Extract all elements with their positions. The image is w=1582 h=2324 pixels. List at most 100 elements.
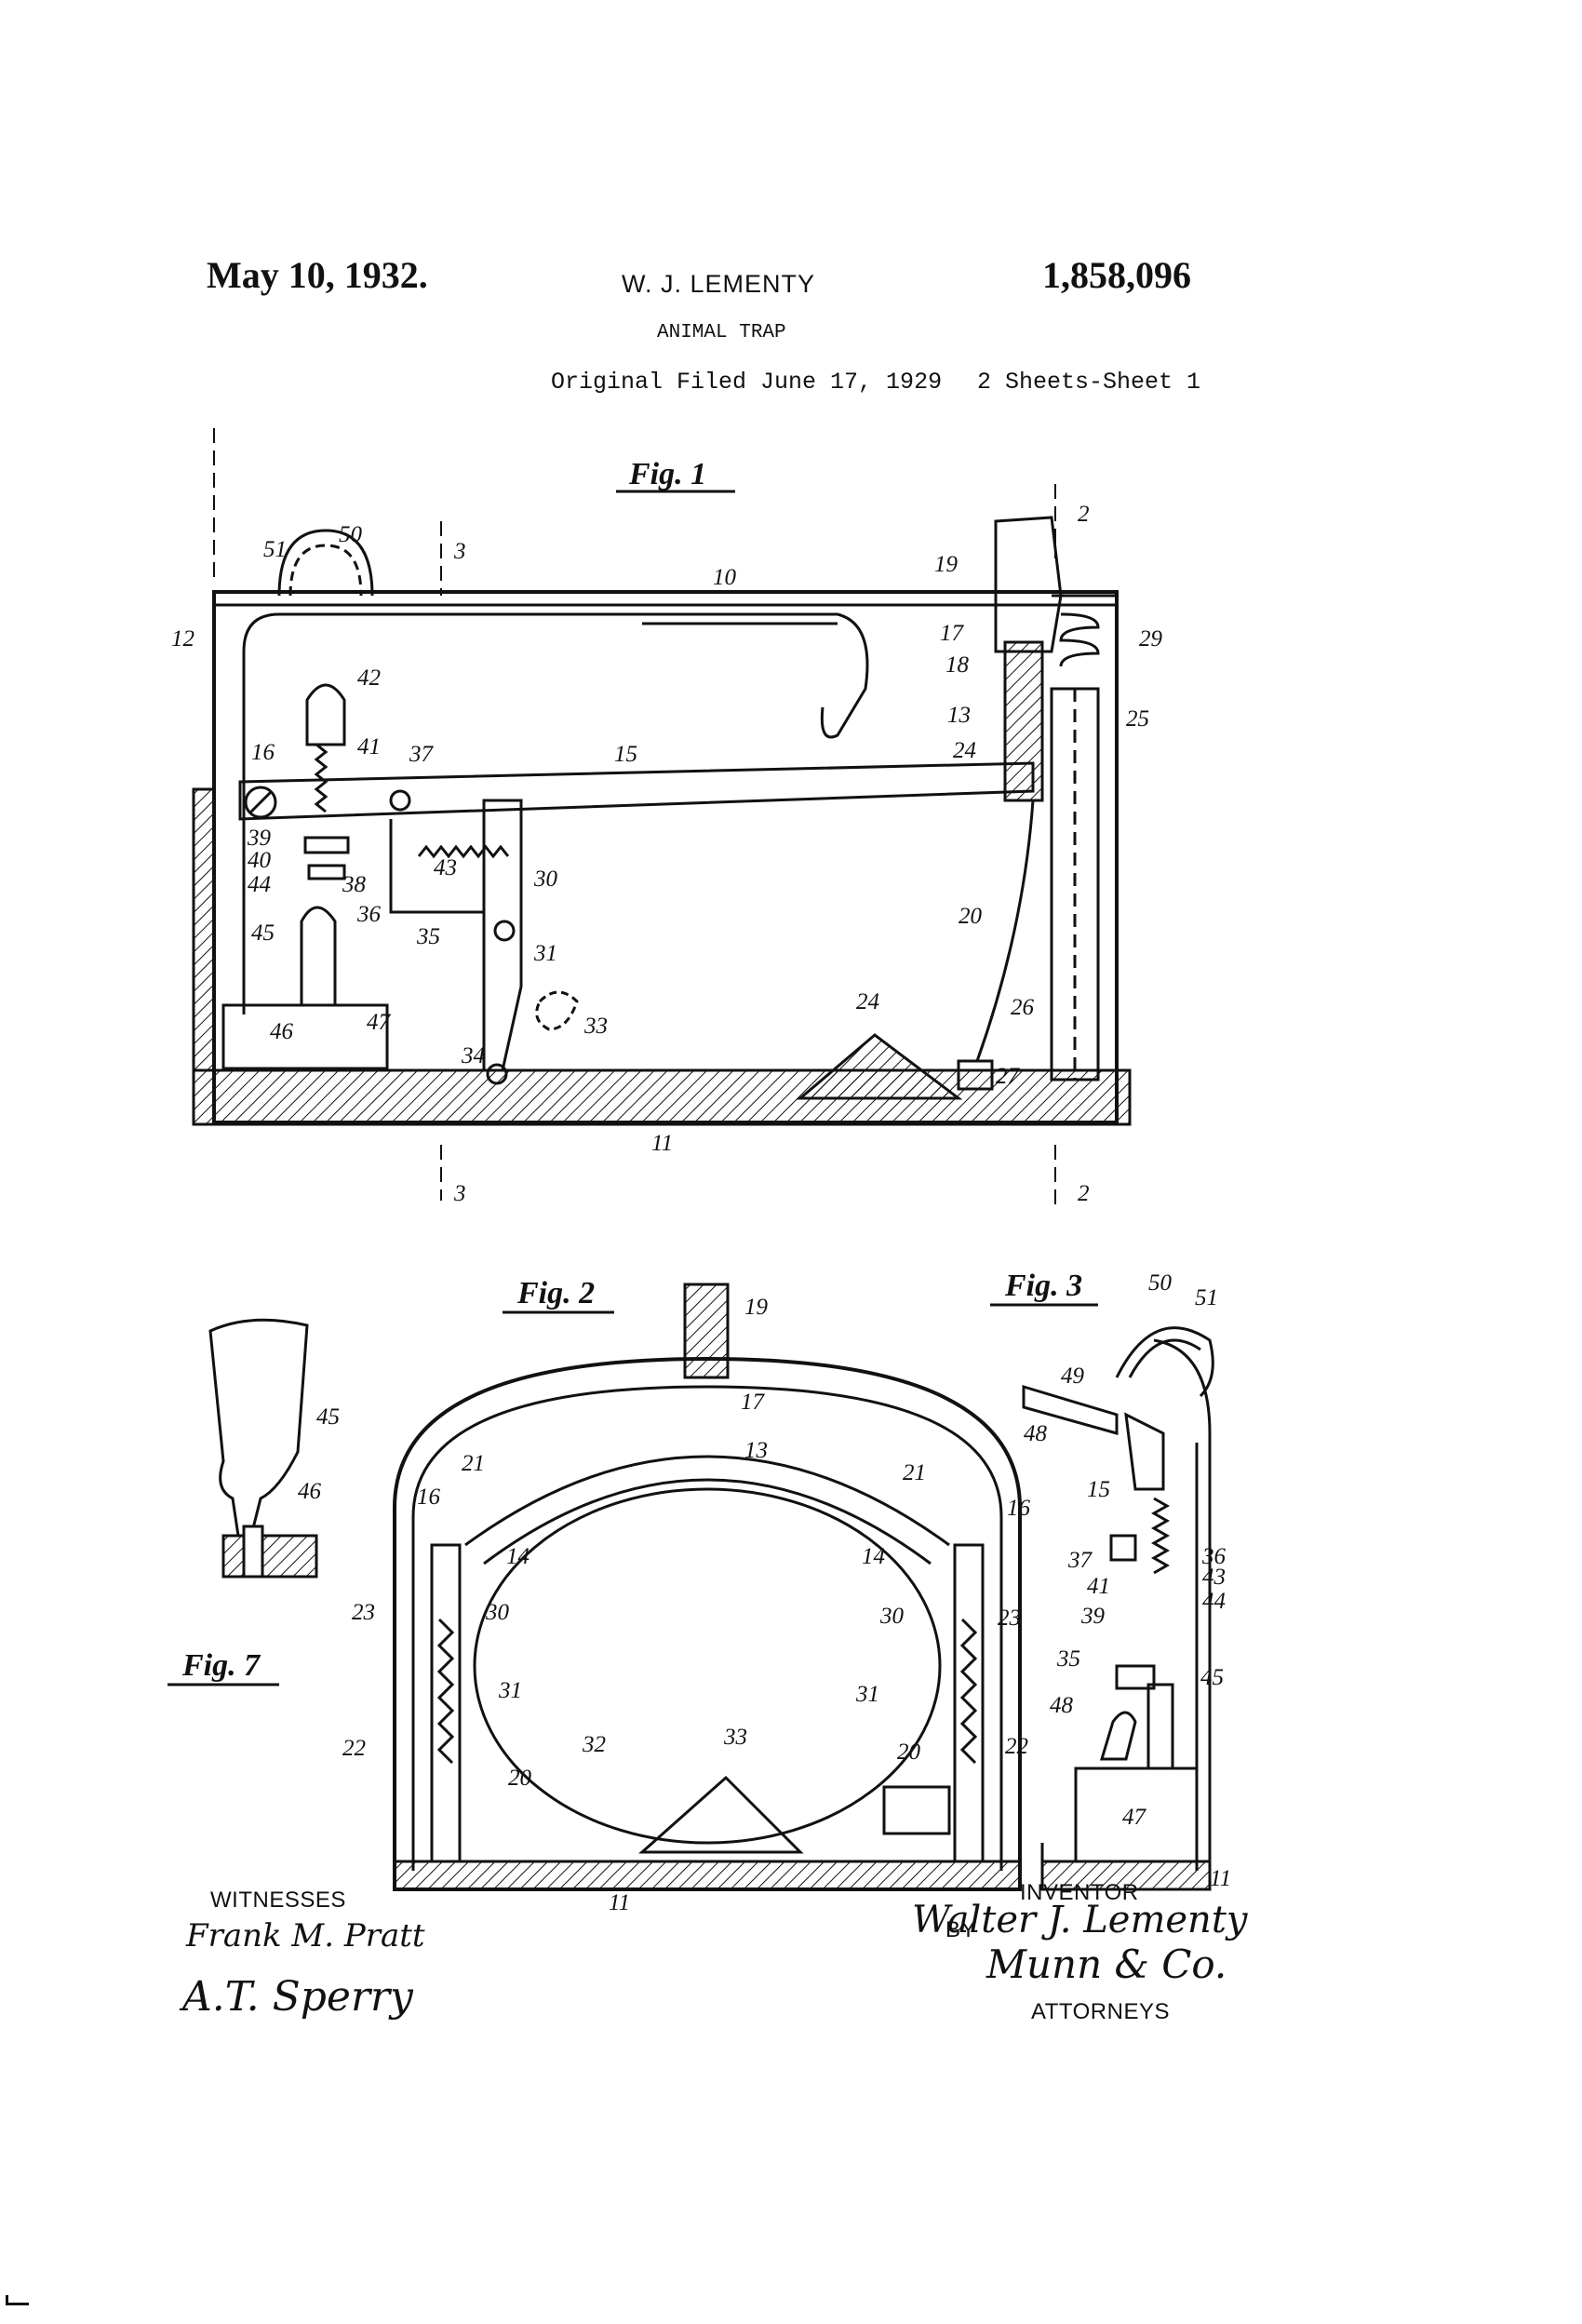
section-mark-3-bottom: 3 (453, 1181, 466, 1206)
ref-fig3-36: 36 (1201, 1544, 1227, 1569)
ref-fig2-23-left: 23 (352, 1600, 375, 1625)
ref-fig1-42: 42 (357, 665, 381, 691)
figure-1-title: Fig. 1 (628, 457, 706, 491)
figure-2-title: Fig. 2 (516, 1276, 595, 1310)
ref-fig1-17: 17 (940, 621, 965, 646)
ref-fig2-16-right: 16 (1007, 1496, 1031, 1521)
ref-fig1-36: 36 (356, 902, 382, 927)
ref-fig2-23-right: 23 (998, 1605, 1021, 1631)
figure-2: Fig. 2 (393, 1276, 1022, 1891)
ref-fig2-33: 33 (723, 1725, 747, 1750)
ref-fig2-14-right: 14 (862, 1544, 885, 1569)
ref-fig1-34: 34 (461, 1043, 485, 1068)
ref-fig1-39: 39 (247, 826, 272, 851)
figure-7-title: Fig. 7 (181, 1648, 261, 1683)
ref-fig1-11: 11 (651, 1131, 673, 1156)
ref-fig3-11: 11 (1210, 1866, 1231, 1891)
fig2-reference-numerals: 19 17 13 21 21 16 14 14 16 23 30 30 23 3… (342, 1295, 1031, 1915)
filing-date: Original Filed June 17, 1929 (551, 369, 943, 396)
patent-title: ANIMAL TRAP (657, 322, 786, 343)
figure-7: Fig. 7 (168, 1318, 318, 1686)
ref-fig1-24-lower: 24 (856, 989, 879, 1014)
ref-fig3-48-upper: 48 (1024, 1421, 1048, 1446)
ref-fig3-39: 39 (1080, 1604, 1106, 1629)
ref-fig3-48-lower: 48 (1050, 1693, 1074, 1718)
section-mark-3-top: 3 (453, 539, 466, 564)
ref-fig2-22-left: 22 (342, 1736, 366, 1761)
ref-fig1-12: 12 (171, 626, 194, 652)
ref-fig3-41: 41 (1087, 1574, 1110, 1599)
patent-date: May 10, 1932. (207, 254, 428, 296)
ref-fig2-16-left: 16 (417, 1484, 441, 1510)
ref-fig1-25: 25 (1126, 706, 1149, 732)
ref-fig2-14-left: 14 (506, 1544, 530, 1569)
ref-fig1-33: 33 (583, 1014, 608, 1039)
corner-mark (6, 2295, 29, 2305)
ref-fig2-32: 32 (582, 1732, 606, 1757)
ref-fig1-38: 38 (342, 872, 367, 897)
fig1-reference-numerals: 51 50 10 19 12 17 29 18 42 25 13 16 41 3… (171, 522, 1163, 1156)
ref-fig1-43: 43 (434, 855, 457, 880)
ref-fig1-29: 29 (1139, 626, 1163, 652)
ref-fig3-35: 35 (1056, 1646, 1080, 1672)
ref-fig7-45: 45 (316, 1404, 340, 1430)
ref-fig2-21-right: 21 (903, 1460, 926, 1485)
ref-fig1-50: 50 (339, 522, 363, 547)
ref-fig3-49: 49 (1061, 1364, 1085, 1389)
ref-fig2-30-left: 30 (485, 1600, 510, 1625)
ref-fig1-44: 44 (248, 872, 271, 897)
ref-fig2-22-right: 22 (1005, 1734, 1028, 1759)
inventor-header: W. J. LEMENTY (622, 270, 816, 298)
ref-fig3-45: 45 (1200, 1665, 1224, 1690)
ref-fig1-10: 10 (713, 565, 737, 590)
ref-fig2-11: 11 (609, 1890, 630, 1915)
ref-fig3-15: 15 (1087, 1477, 1110, 1502)
attorneys-heading: ATTORNEYS (1031, 1999, 1170, 2024)
fig3-reference-numerals: 50 51 49 48 15 37 36 43 41 44 39 35 45 4… (1024, 1270, 1231, 1891)
fig7-reference-numerals: 45 46 (298, 1404, 340, 1504)
ref-fig1-20: 20 (959, 904, 983, 929)
witnesses-heading: WITNESSES (210, 1887, 346, 1913)
ref-fig2-20-left: 20 (508, 1766, 532, 1791)
ref-fig1-18: 18 (945, 652, 970, 678)
ref-fig1-47: 47 (367, 1010, 392, 1035)
section-mark-2-top: 2 (1078, 502, 1090, 527)
ref-fig7-46: 46 (298, 1479, 322, 1504)
ref-fig1-40: 40 (248, 848, 272, 873)
ref-fig3-51: 51 (1195, 1285, 1218, 1310)
ref-fig2-30-right: 30 (879, 1604, 905, 1629)
ref-fig2-19: 19 (744, 1295, 769, 1320)
ref-fig1-24-upper: 24 (953, 738, 976, 763)
ref-fig1-37: 37 (409, 742, 435, 767)
ref-fig1-35: 35 (416, 924, 440, 949)
ref-fig2-20-right: 20 (897, 1740, 921, 1765)
ref-fig2-21-left: 21 (462, 1451, 485, 1476)
witness-2-signature: A.T. Sperry (182, 1973, 413, 2021)
ref-fig1-51: 51 (263, 537, 287, 562)
ref-fig2-13: 13 (744, 1438, 768, 1463)
ref-fig2-31-right: 31 (855, 1682, 879, 1707)
ref-fig2-31-left: 31 (498, 1678, 522, 1703)
ref-fig2-17: 17 (741, 1390, 766, 1415)
section-mark-2-bottom: 2 (1078, 1181, 1090, 1206)
figure-3-title: Fig. 3 (1004, 1269, 1082, 1303)
ref-fig1-13: 13 (947, 703, 971, 728)
inventor-heading: INVENTOR (1020, 1880, 1139, 1905)
ref-fig1-31: 31 (533, 941, 557, 966)
ref-fig1-15: 15 (614, 742, 637, 767)
ref-fig1-27: 27 (996, 1064, 1021, 1089)
ref-fig1-19: 19 (934, 552, 959, 577)
ref-fig3-44: 44 (1202, 1589, 1226, 1614)
witness-1-signature: Frank M. Pratt (186, 1917, 425, 1955)
figure-3: Fig. 3 (990, 1269, 1214, 1891)
ref-fig1-41: 41 (357, 734, 381, 759)
ref-fig1-30: 30 (533, 866, 558, 892)
ref-fig1-45: 45 (251, 920, 275, 946)
figure-1: Fig. 1 (192, 428, 1132, 1210)
ref-fig3-43: 43 (1202, 1565, 1226, 1590)
ref-fig1-16: 16 (251, 740, 275, 765)
inventor-signature: Walter J. Lementy (912, 1899, 1248, 1941)
ref-fig1-46: 46 (270, 1019, 294, 1044)
patent-number: 1,858,096 (1042, 254, 1191, 296)
